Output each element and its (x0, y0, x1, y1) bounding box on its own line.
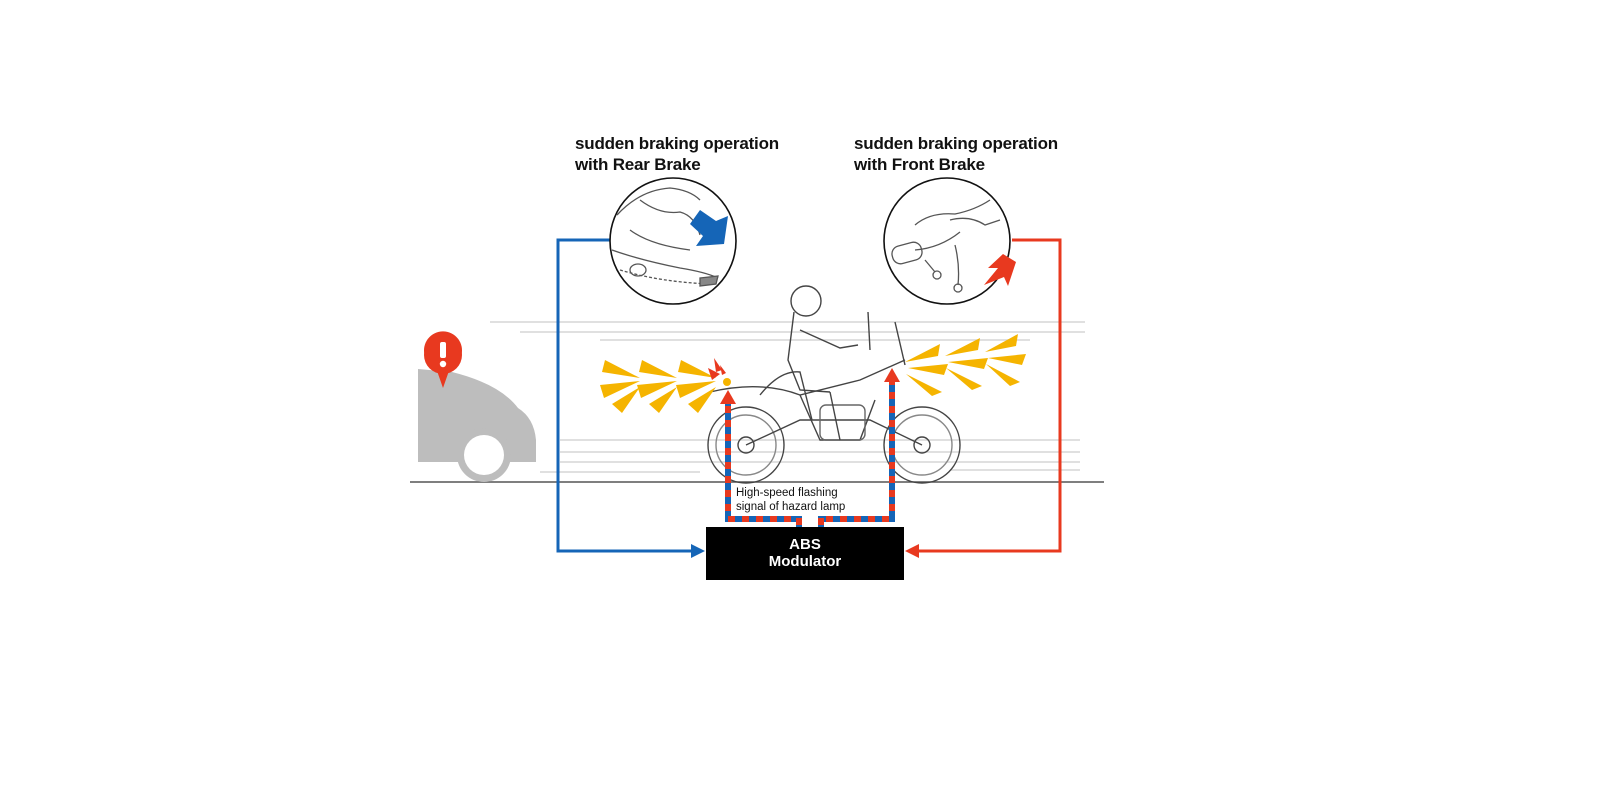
abs-modulator-box: ABS Modulator (706, 527, 904, 580)
rear-brake-label-line1: sudden braking operation (575, 134, 779, 153)
front-brake-arrow-icon (984, 254, 1016, 286)
abs-modulator-line2: Modulator (768, 553, 842, 570)
rear-flash-rays (600, 360, 716, 413)
rear-brake-line (556, 238, 705, 558)
hazard-signal-label: High-speed flashing signal of hazard lam… (734, 486, 848, 514)
rear-lamp-icon (708, 358, 731, 386)
rear-brake-inset (609, 177, 737, 305)
front-brake-inset (883, 177, 1016, 305)
front-flash-rays (905, 334, 1026, 396)
abs-modulator-line1: ABS (789, 536, 821, 553)
front-brake-line (905, 238, 1062, 558)
front-brake-label-line2: with Front Brake (854, 155, 985, 174)
front-brake-label-line1: sudden braking operation (854, 134, 1058, 153)
car-front (418, 369, 536, 482)
rear-brake-label: sudden braking operation with Rear Brake (575, 133, 779, 175)
rear-brake-label-line2: with Rear Brake (575, 155, 701, 174)
rear-brake-arrow-icon (690, 210, 728, 246)
motion-lines (490, 321, 1085, 473)
front-brake-label: sudden braking operation with Front Brak… (854, 133, 1058, 175)
hazard-signal-line1: High-speed flashing (736, 487, 838, 499)
hazard-signal-line2: signal of hazard lamp (736, 501, 846, 513)
hazard-signal-lines (720, 368, 900, 528)
warning-pin-icon (423, 331, 462, 388)
